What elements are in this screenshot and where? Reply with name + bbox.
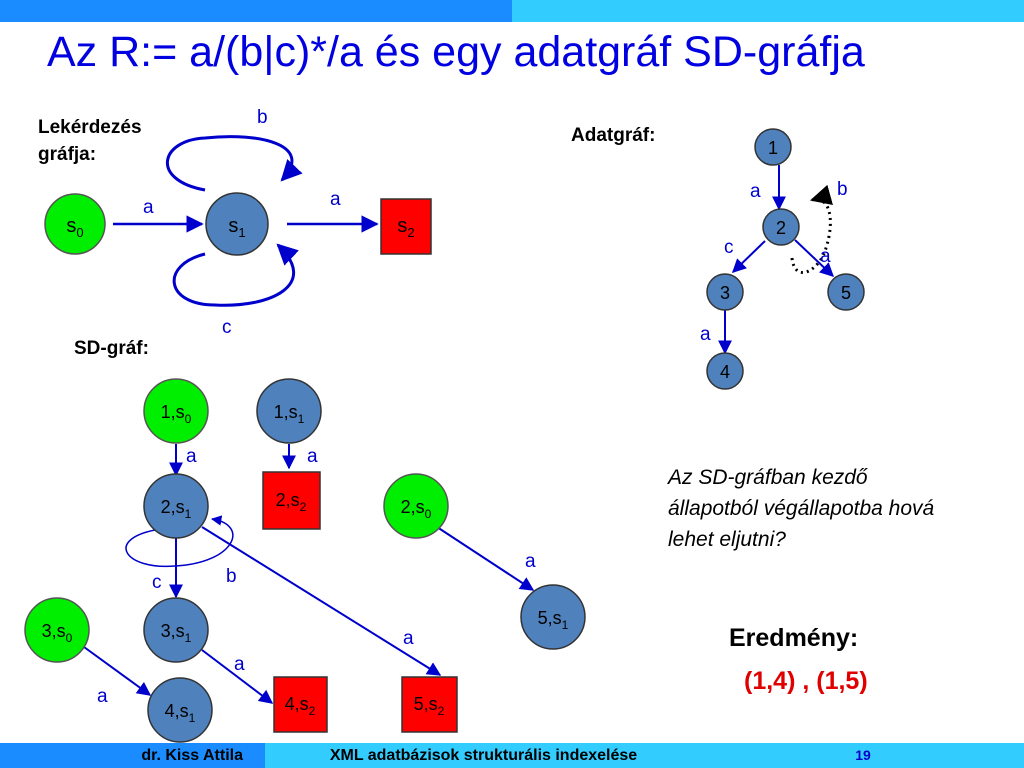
- sd-edge-3s0-4s1: [83, 646, 152, 696]
- query-node-label: s0: [66, 215, 83, 240]
- data-node-label: 4: [720, 362, 730, 382]
- query-node-s1: [205, 192, 269, 256]
- data-graph: a b c a a 1 2 3 4 5: [700, 128, 865, 390]
- sd-node-4s1: [147, 677, 213, 743]
- sd-node-label: 4,s1: [165, 701, 196, 725]
- query-node-label: s1: [228, 215, 245, 240]
- data-edge-2-5: [794, 239, 835, 277]
- data-edge-label: a: [820, 246, 831, 267]
- footer-page-number: 19: [702, 743, 1024, 768]
- data-node-label: 3: [720, 283, 730, 303]
- sd-node-3s1: [143, 597, 209, 663]
- sd-edge-2s1-5s2: [201, 526, 442, 676]
- data-edge-label: b: [837, 179, 848, 200]
- sd-node-label: 5,s1: [538, 608, 569, 632]
- query-edge-label: b: [257, 107, 268, 128]
- sd-node-1s1: [256, 378, 322, 444]
- result-value: (1,4) , (1,5): [744, 667, 868, 695]
- data-node-label: 5: [841, 283, 851, 303]
- data-edge-label: c: [724, 237, 734, 258]
- top-accent-bar-right: [512, 0, 1024, 22]
- query-node-s0: [44, 193, 106, 255]
- footer: dr. Kiss Attila XML adatbázisok struktur…: [0, 743, 1024, 768]
- query-node-s2: [380, 198, 432, 255]
- sd-node-2s0: [383, 473, 449, 539]
- data-node-4: [706, 352, 744, 390]
- sd-edge-2s0-5s1: [436, 526, 535, 591]
- query-graph-label: Lekérdezés gráfja:: [38, 117, 142, 165]
- sd-node-label: 2,s2: [276, 490, 307, 514]
- data-edge-label: a: [750, 181, 761, 202]
- sd-node-label: 2,s0: [401, 497, 432, 521]
- slide-title: Az R:= a/(b|c)*/a és egy adatgráf SD-grá…: [47, 28, 865, 76]
- sd-node-label: 3,s1: [161, 621, 192, 645]
- data-loop-b: [790, 184, 834, 274]
- sd-edge-label: a: [234, 654, 245, 675]
- sd-node-label: 1,s1: [274, 402, 305, 426]
- sd-edge-label: c: [152, 572, 162, 593]
- data-graph-label: Adatgráf:: [571, 125, 656, 146]
- sd-node-1s0: [143, 378, 209, 444]
- sd-edge-label: a: [307, 446, 318, 467]
- sd-edge-label: a: [525, 551, 536, 572]
- data-node-2: [762, 208, 800, 246]
- sd-edge-label: a: [97, 686, 108, 707]
- sd-node-label: 2,s1: [161, 497, 192, 521]
- top-accent-bar-left: [0, 0, 512, 22]
- query-edge-label: c: [222, 317, 232, 338]
- diagram-canvas: a b c a s0 s1 s2 a b c a a 1 2 3 4 5: [24, 107, 865, 743]
- query-loop-b: [166, 135, 303, 192]
- sd-node-2s2: [262, 471, 321, 530]
- result-label: Eredmény:: [729, 624, 859, 652]
- sd-edge-label: a: [186, 446, 197, 467]
- footer-course: XML adatbázisok strukturális indexelése: [265, 743, 702, 768]
- sd-node-label: 1,s0: [161, 402, 192, 426]
- sd-graph-label: SD-gráf:: [74, 338, 149, 359]
- query-node-label: s2: [397, 215, 414, 240]
- question-text: Az SD-gráfban kezdő állapotból végállapo…: [668, 466, 935, 551]
- query-loop-c: [172, 243, 299, 307]
- sd-node-label: 5,s2: [414, 694, 445, 718]
- sd-graph: a a b c a a a a 1,s0 1,s1 2,s1 2,s2 2,s0…: [24, 378, 586, 743]
- sd-loop-b: [125, 515, 234, 568]
- sd-edge-3s1-4s2: [201, 649, 274, 704]
- query-edge-label: a: [330, 189, 341, 210]
- data-edge-2-3: [731, 240, 766, 273]
- query-graph: a b c a s0 s1 s2: [44, 107, 432, 338]
- sd-node-4s2: [273, 676, 328, 733]
- data-node-1: [754, 128, 792, 166]
- sd-node-label: 3,s0: [42, 621, 73, 645]
- sd-node-5s1: [520, 584, 586, 650]
- data-edge-label: a: [700, 324, 711, 345]
- data-node-label: 2: [776, 218, 786, 238]
- sd-node-5s2: [401, 676, 458, 733]
- sd-edge-label: a: [403, 628, 414, 649]
- sd-node-3s0: [24, 597, 90, 663]
- sd-edge-label: b: [226, 566, 237, 587]
- data-node-label: 1: [768, 138, 778, 158]
- sd-node-label: 4,s2: [285, 694, 316, 718]
- footer-author: dr. Kiss Attila: [0, 743, 265, 768]
- query-edge-label: a: [143, 197, 154, 218]
- data-node-3: [706, 273, 744, 311]
- sd-node-2s1: [143, 473, 209, 539]
- data-node-5: [827, 273, 865, 311]
